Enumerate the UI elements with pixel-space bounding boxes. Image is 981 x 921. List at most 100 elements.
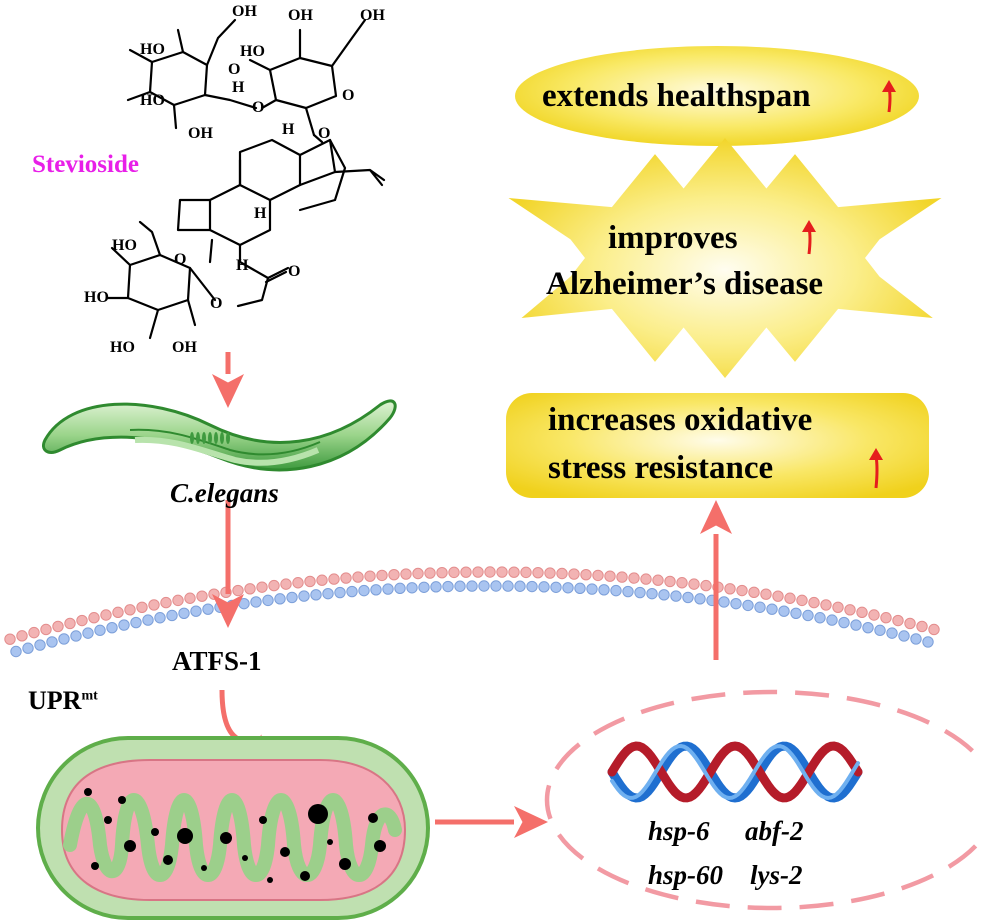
membrane-bead-outer bbox=[700, 579, 712, 592]
membrane-bead-outer bbox=[532, 566, 544, 579]
membrane-bead-inner bbox=[370, 584, 382, 596]
membrane-bead-outer bbox=[868, 609, 880, 621]
up-arrow-icon bbox=[874, 455, 879, 489]
response-sup: mt bbox=[81, 688, 98, 704]
pathway-arrow-shaft bbox=[219, 689, 248, 744]
membrane-bead-outer bbox=[76, 614, 88, 627]
mito-particle bbox=[220, 832, 232, 844]
membrane-bead-outer bbox=[472, 566, 484, 578]
mito-particle bbox=[104, 816, 112, 824]
membrane-bead-outer bbox=[316, 574, 328, 586]
membrane-bead-outer bbox=[520, 566, 532, 579]
membrane-bead-inner bbox=[178, 607, 190, 619]
oxidative-stress-box bbox=[506, 393, 929, 498]
mito-particle bbox=[267, 877, 273, 883]
membrane-bead-outer bbox=[232, 584, 244, 597]
atom-h-3: H bbox=[254, 205, 267, 222]
cell-membrane bbox=[4, 566, 940, 658]
membrane-bead-inner bbox=[130, 616, 142, 629]
atom-ho-4: HO bbox=[112, 237, 137, 254]
membrane-bead-outer bbox=[616, 571, 628, 583]
membrane-bead-outer bbox=[328, 573, 340, 585]
membrane-bead-inner bbox=[922, 636, 934, 648]
membrane-bead-inner bbox=[898, 630, 910, 642]
membrane-bead-inner bbox=[682, 591, 694, 604]
membrane-bead-outer bbox=[772, 590, 784, 602]
mito-particle bbox=[201, 865, 207, 871]
membrane-bead-inner bbox=[154, 612, 166, 624]
pathway-arrow-icon bbox=[514, 806, 548, 838]
membrane-bead-outer bbox=[892, 614, 904, 627]
membrane-bead-outer bbox=[856, 606, 868, 619]
membrane-bead-inner bbox=[838, 616, 850, 629]
membrane-bead-inner bbox=[358, 584, 370, 597]
membrane-bead-inner bbox=[334, 586, 346, 599]
atom-o-1: O bbox=[228, 61, 241, 78]
membrane-bead-outer bbox=[484, 566, 496, 578]
membrane-bead-outer bbox=[676, 577, 688, 589]
membrane-bead-inner bbox=[262, 594, 274, 607]
membrane-bead-outer bbox=[628, 572, 640, 584]
membrane-bead-outer bbox=[652, 574, 664, 586]
membrane-bead-outer bbox=[736, 584, 748, 597]
membrane-bead-inner bbox=[694, 593, 706, 605]
membrane-bead-inner bbox=[478, 580, 490, 592]
membrane-bead-inner bbox=[406, 582, 418, 594]
membrane-bead-inner bbox=[382, 583, 394, 595]
membrane-bead-outer bbox=[40, 623, 52, 636]
worm-segment bbox=[196, 432, 200, 444]
gene-hsp-6: hsp-6 bbox=[648, 816, 710, 846]
membrane-bead-inner bbox=[850, 619, 862, 631]
membrane-bead-outer bbox=[508, 566, 520, 578]
membrane-bead-outer bbox=[844, 604, 856, 616]
mito-particle bbox=[177, 828, 193, 844]
membrane-bead-inner bbox=[874, 624, 886, 637]
mito-particle bbox=[91, 862, 99, 870]
membrane-bead-inner bbox=[610, 584, 622, 597]
membrane-bead-outer bbox=[88, 612, 100, 624]
membrane-bead-inner bbox=[634, 586, 646, 599]
membrane-bead-inner bbox=[166, 609, 178, 622]
membrane-bead-outer bbox=[136, 601, 148, 614]
worm-segment bbox=[214, 432, 218, 444]
membrane-bead-inner bbox=[742, 599, 754, 612]
membrane-bead-inner bbox=[514, 580, 526, 592]
nucleus-dashed-ellipse bbox=[544, 689, 981, 911]
atom-oh-4: OH bbox=[188, 125, 213, 142]
membrane-bead-outer bbox=[436, 566, 448, 579]
membrane-bead-inner bbox=[562, 582, 574, 594]
membrane-bead-outer bbox=[544, 567, 556, 579]
membrane-bead-outer bbox=[640, 573, 652, 585]
pathway-arrow-icon bbox=[700, 500, 732, 534]
membrane-bead-inner bbox=[250, 596, 262, 608]
membrane-bead-outer bbox=[496, 566, 508, 578]
atom-h-1: H bbox=[232, 79, 245, 96]
membrane-bead-inner bbox=[766, 603, 778, 615]
membrane-bead-inner bbox=[778, 605, 790, 617]
membrane-bead-inner bbox=[802, 609, 814, 622]
membrane-bead-outer bbox=[664, 575, 676, 588]
atom-h-2: H bbox=[282, 121, 295, 138]
membrane-bead-outer bbox=[748, 586, 760, 599]
membrane-bead-outer bbox=[796, 594, 808, 607]
membrane-bead-inner bbox=[574, 582, 586, 595]
membrane-bead-inner bbox=[670, 590, 682, 602]
atom-o-4: O bbox=[318, 125, 331, 142]
membrane-bead-inner bbox=[454, 580, 466, 592]
membrane-bead-outer bbox=[16, 630, 28, 642]
membrane-bead-inner bbox=[598, 584, 610, 596]
membrane-bead-inner bbox=[46, 636, 58, 648]
atom-h-4: H bbox=[236, 257, 249, 274]
worm-segment bbox=[208, 432, 212, 444]
c-elegans-worm-icon bbox=[42, 399, 397, 472]
factor-label: ATFS-1 bbox=[172, 646, 262, 676]
membrane-bead-inner bbox=[814, 612, 826, 624]
membrane-bead-outer bbox=[172, 594, 184, 607]
membrane-bead-outer bbox=[808, 596, 820, 609]
membrane-bead-outer bbox=[256, 581, 268, 593]
membrane-bead-inner bbox=[34, 639, 46, 651]
organism-label: C.elegans bbox=[170, 478, 279, 508]
mito-particle bbox=[84, 788, 92, 796]
membrane-bead-inner bbox=[322, 587, 334, 600]
